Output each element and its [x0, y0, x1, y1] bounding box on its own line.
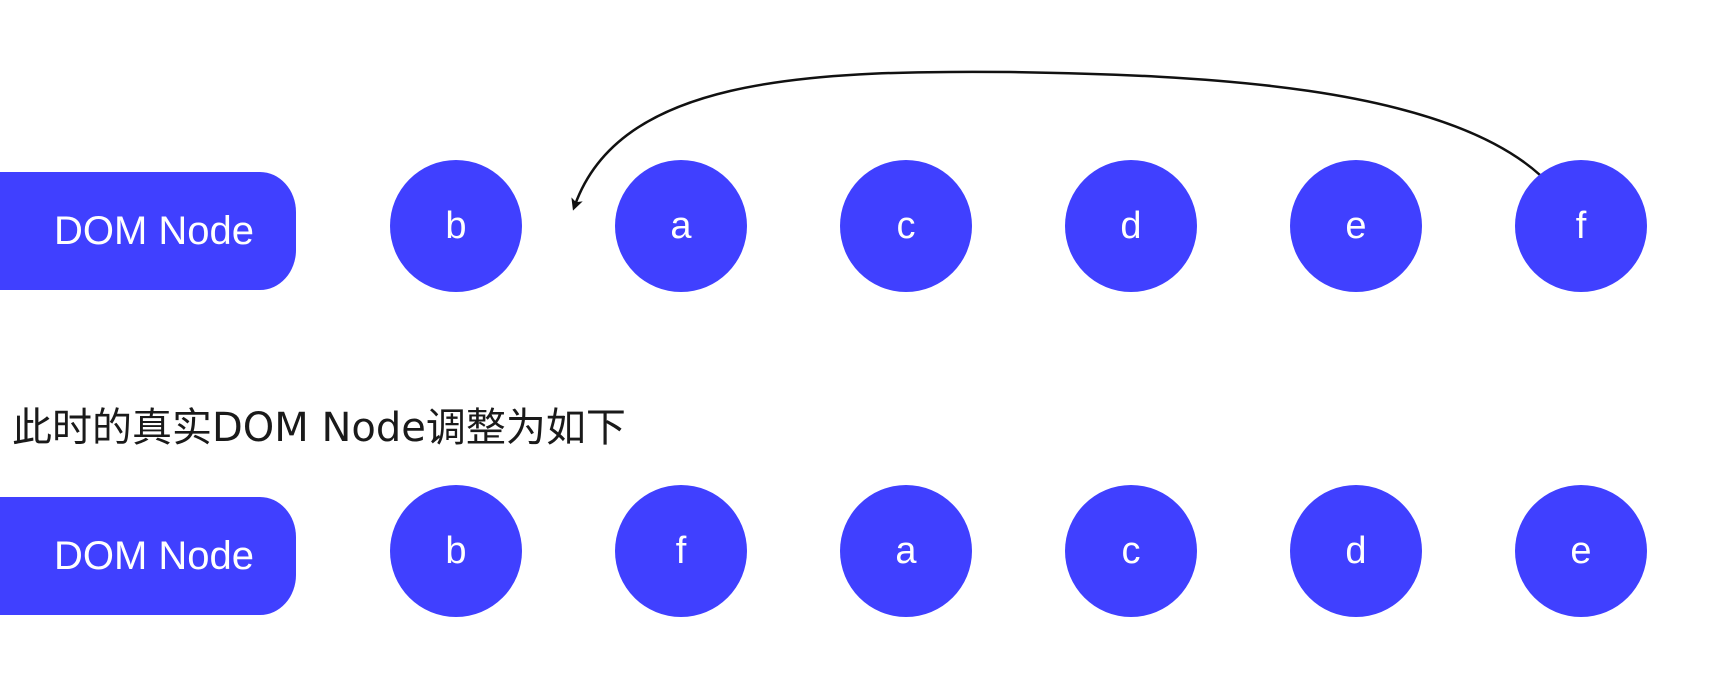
node-a: a — [615, 160, 747, 292]
dom-node-container: DOM Node — [0, 172, 296, 290]
node-a: a — [840, 485, 972, 617]
top-row: DOM Node b a c d e f — [0, 160, 1718, 292]
node-c: c — [840, 160, 972, 292]
caption-text: 此时的真实DOM Node调整为如下 — [12, 405, 626, 451]
node-f: f — [615, 485, 747, 617]
node-b: b — [390, 485, 522, 617]
node-d: d — [1290, 485, 1422, 617]
node-f: f — [1515, 160, 1647, 292]
node-e: e — [1290, 160, 1422, 292]
node-d: d — [1065, 160, 1197, 292]
dom-node-container: DOM Node — [0, 497, 296, 615]
node-c: c — [1065, 485, 1197, 617]
bottom-row: DOM Node b f a c d e — [0, 485, 1718, 617]
node-e: e — [1515, 485, 1647, 617]
dom-node-label: DOM Node — [53, 533, 255, 578]
node-b: b — [390, 160, 522, 292]
dom-node-label: DOM Node — [53, 208, 255, 253]
